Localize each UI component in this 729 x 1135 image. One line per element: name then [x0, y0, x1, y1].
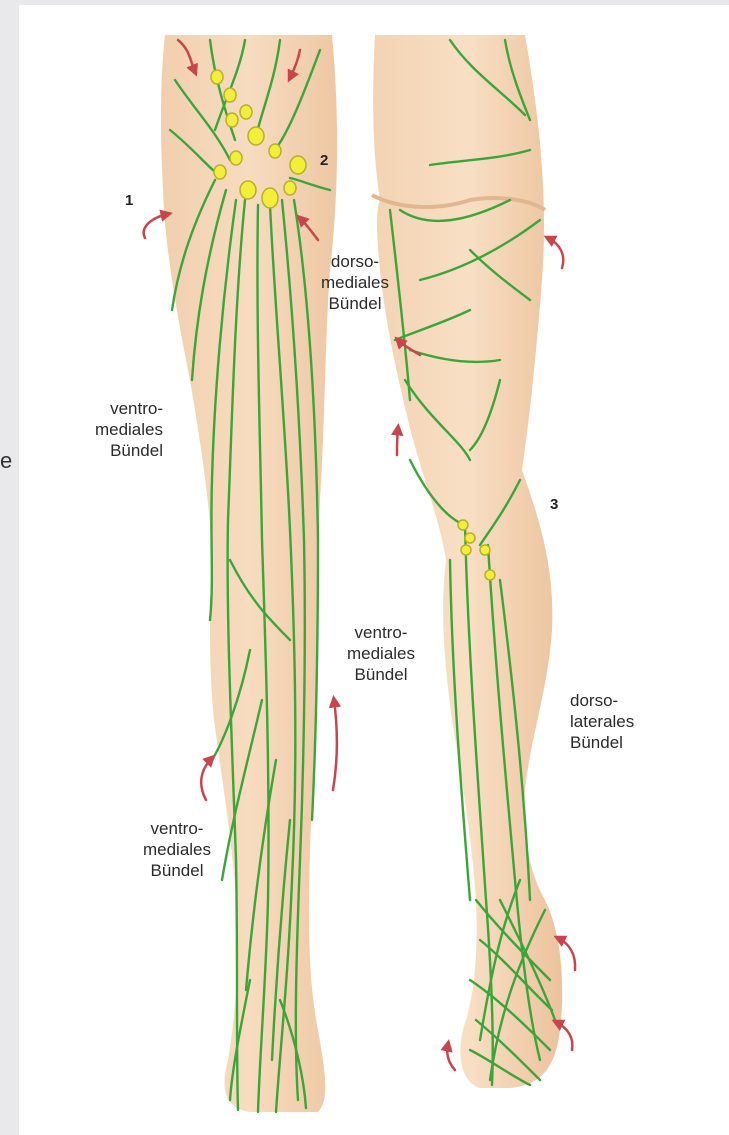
- label-dorsolateral: dorso- laterales Bündel: [570, 690, 670, 753]
- lymph-node: [290, 156, 306, 174]
- lymph-node: [465, 533, 475, 543]
- back-leg-silhouette: [373, 35, 562, 1088]
- label-ventromedial-calf: ventro- mediales Bündel: [336, 622, 426, 685]
- flow-arrow: [333, 700, 337, 790]
- flow-arrow: [144, 214, 168, 238]
- lymph-node: [240, 105, 252, 119]
- lymph-node: [224, 88, 236, 102]
- flow-arrow: [201, 758, 212, 800]
- lymph-node: [461, 545, 471, 555]
- lymph-node: [284, 181, 296, 195]
- label-ventromedial-thigh: ventro- mediales Bündel: [78, 398, 163, 461]
- flow-arrow: [397, 428, 398, 455]
- lymph-node: [240, 181, 256, 199]
- lymph-node: [211, 70, 223, 84]
- lymph-node: [480, 545, 490, 555]
- marker-3: 3: [550, 496, 558, 513]
- flow-arrow: [447, 1044, 455, 1070]
- label-ventromedial-low: ventro- mediales Bündel: [134, 818, 220, 881]
- lymph-node: [230, 151, 242, 165]
- marker-2: 2: [320, 152, 328, 169]
- flow-arrow: [548, 238, 563, 268]
- label-dorsomedial: dorso- mediales Bündel: [315, 251, 395, 314]
- lymph-node: [458, 520, 468, 530]
- lymph-node: [262, 188, 278, 208]
- lymph-node: [269, 144, 281, 158]
- lymph-node: [226, 113, 238, 127]
- lymph-node: [485, 570, 495, 580]
- lymph-node: [214, 165, 226, 179]
- lymph-node: [248, 127, 264, 145]
- marker-1: 1: [125, 192, 133, 209]
